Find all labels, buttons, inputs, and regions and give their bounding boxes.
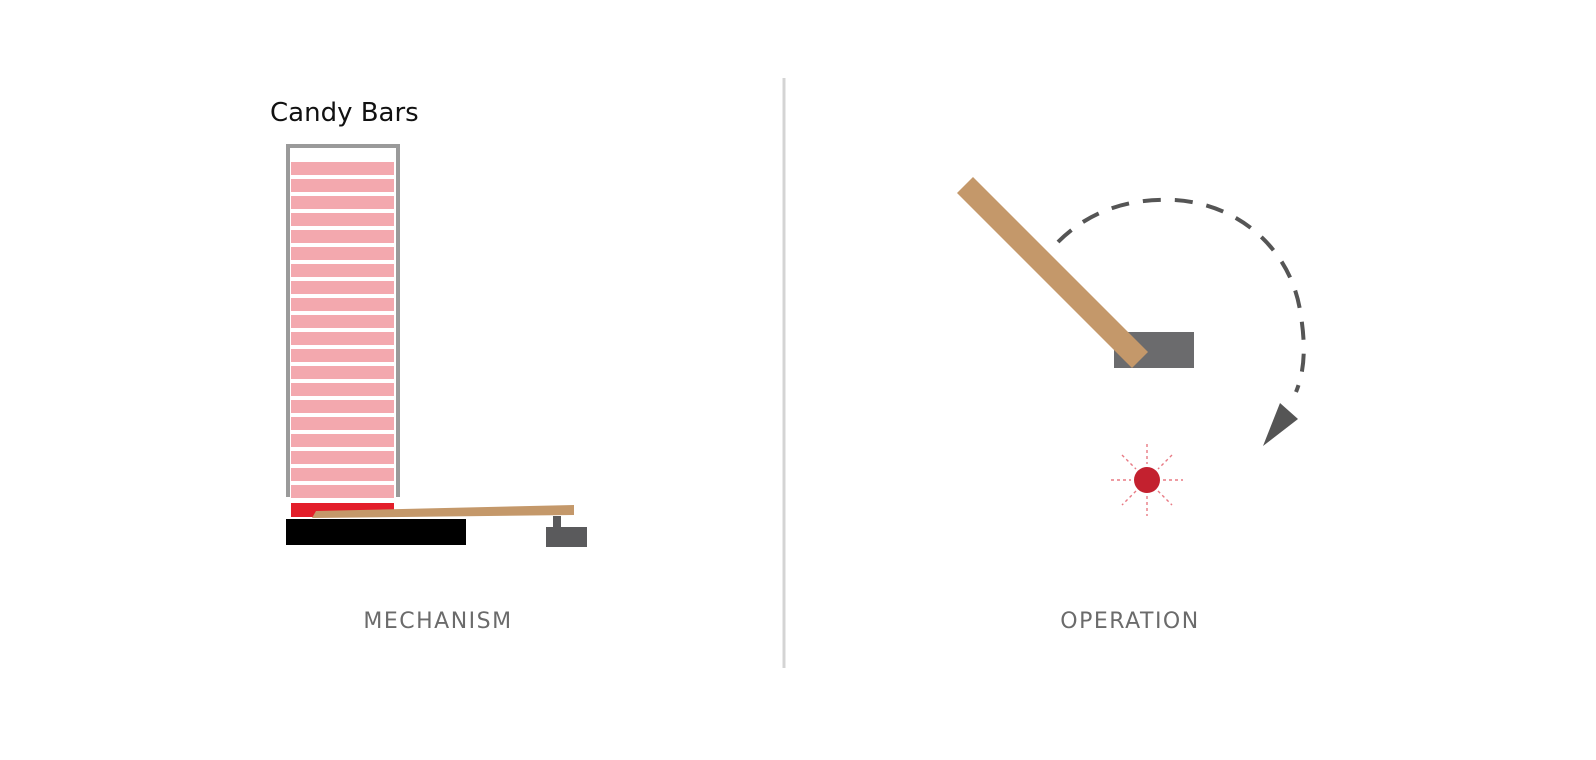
operation-caption: OPERATION (1060, 609, 1199, 634)
candy-bar-stack (291, 162, 394, 498)
stacked-candy-bar (291, 383, 394, 396)
lever-arm (312, 505, 574, 518)
stacked-candy-bar (291, 366, 394, 379)
candy-bars-label: Candy Bars (270, 98, 419, 128)
rotation-arrow-head-icon (1263, 403, 1298, 446)
rotation-arc (1056, 197, 1306, 393)
base-plate (286, 519, 466, 545)
stacked-candy-bar (291, 179, 394, 192)
stacked-candy-bar (291, 315, 394, 328)
mechanism-panel: Candy Bars MECHANISM (270, 98, 587, 634)
pivot-block (546, 516, 587, 547)
stacked-candy-bar (291, 451, 394, 464)
stacked-candy-bar (291, 281, 394, 294)
candy-tube (286, 144, 400, 497)
stacked-candy-bar (291, 332, 394, 345)
stacked-candy-bar (291, 434, 394, 447)
sensor-dot (1134, 467, 1160, 493)
stacked-candy-bar (291, 247, 394, 260)
stacked-candy-bar (291, 230, 394, 243)
stacked-candy-bar (291, 400, 394, 413)
stacked-candy-bar (291, 264, 394, 277)
stacked-candy-bar (291, 468, 394, 481)
stacked-candy-bar (291, 213, 394, 226)
sensor-light-icon (1111, 444, 1183, 516)
raised-lever (957, 177, 1148, 368)
stacked-candy-bar (291, 417, 394, 430)
mechanism-caption: MECHANISM (363, 609, 512, 634)
stacked-candy-bar (291, 485, 394, 498)
operation-panel: OPERATION (957, 177, 1306, 634)
stacked-candy-bar (291, 162, 394, 175)
stacked-candy-bar (291, 349, 394, 362)
stacked-candy-bar (291, 298, 394, 311)
stacked-candy-bar (291, 196, 394, 209)
